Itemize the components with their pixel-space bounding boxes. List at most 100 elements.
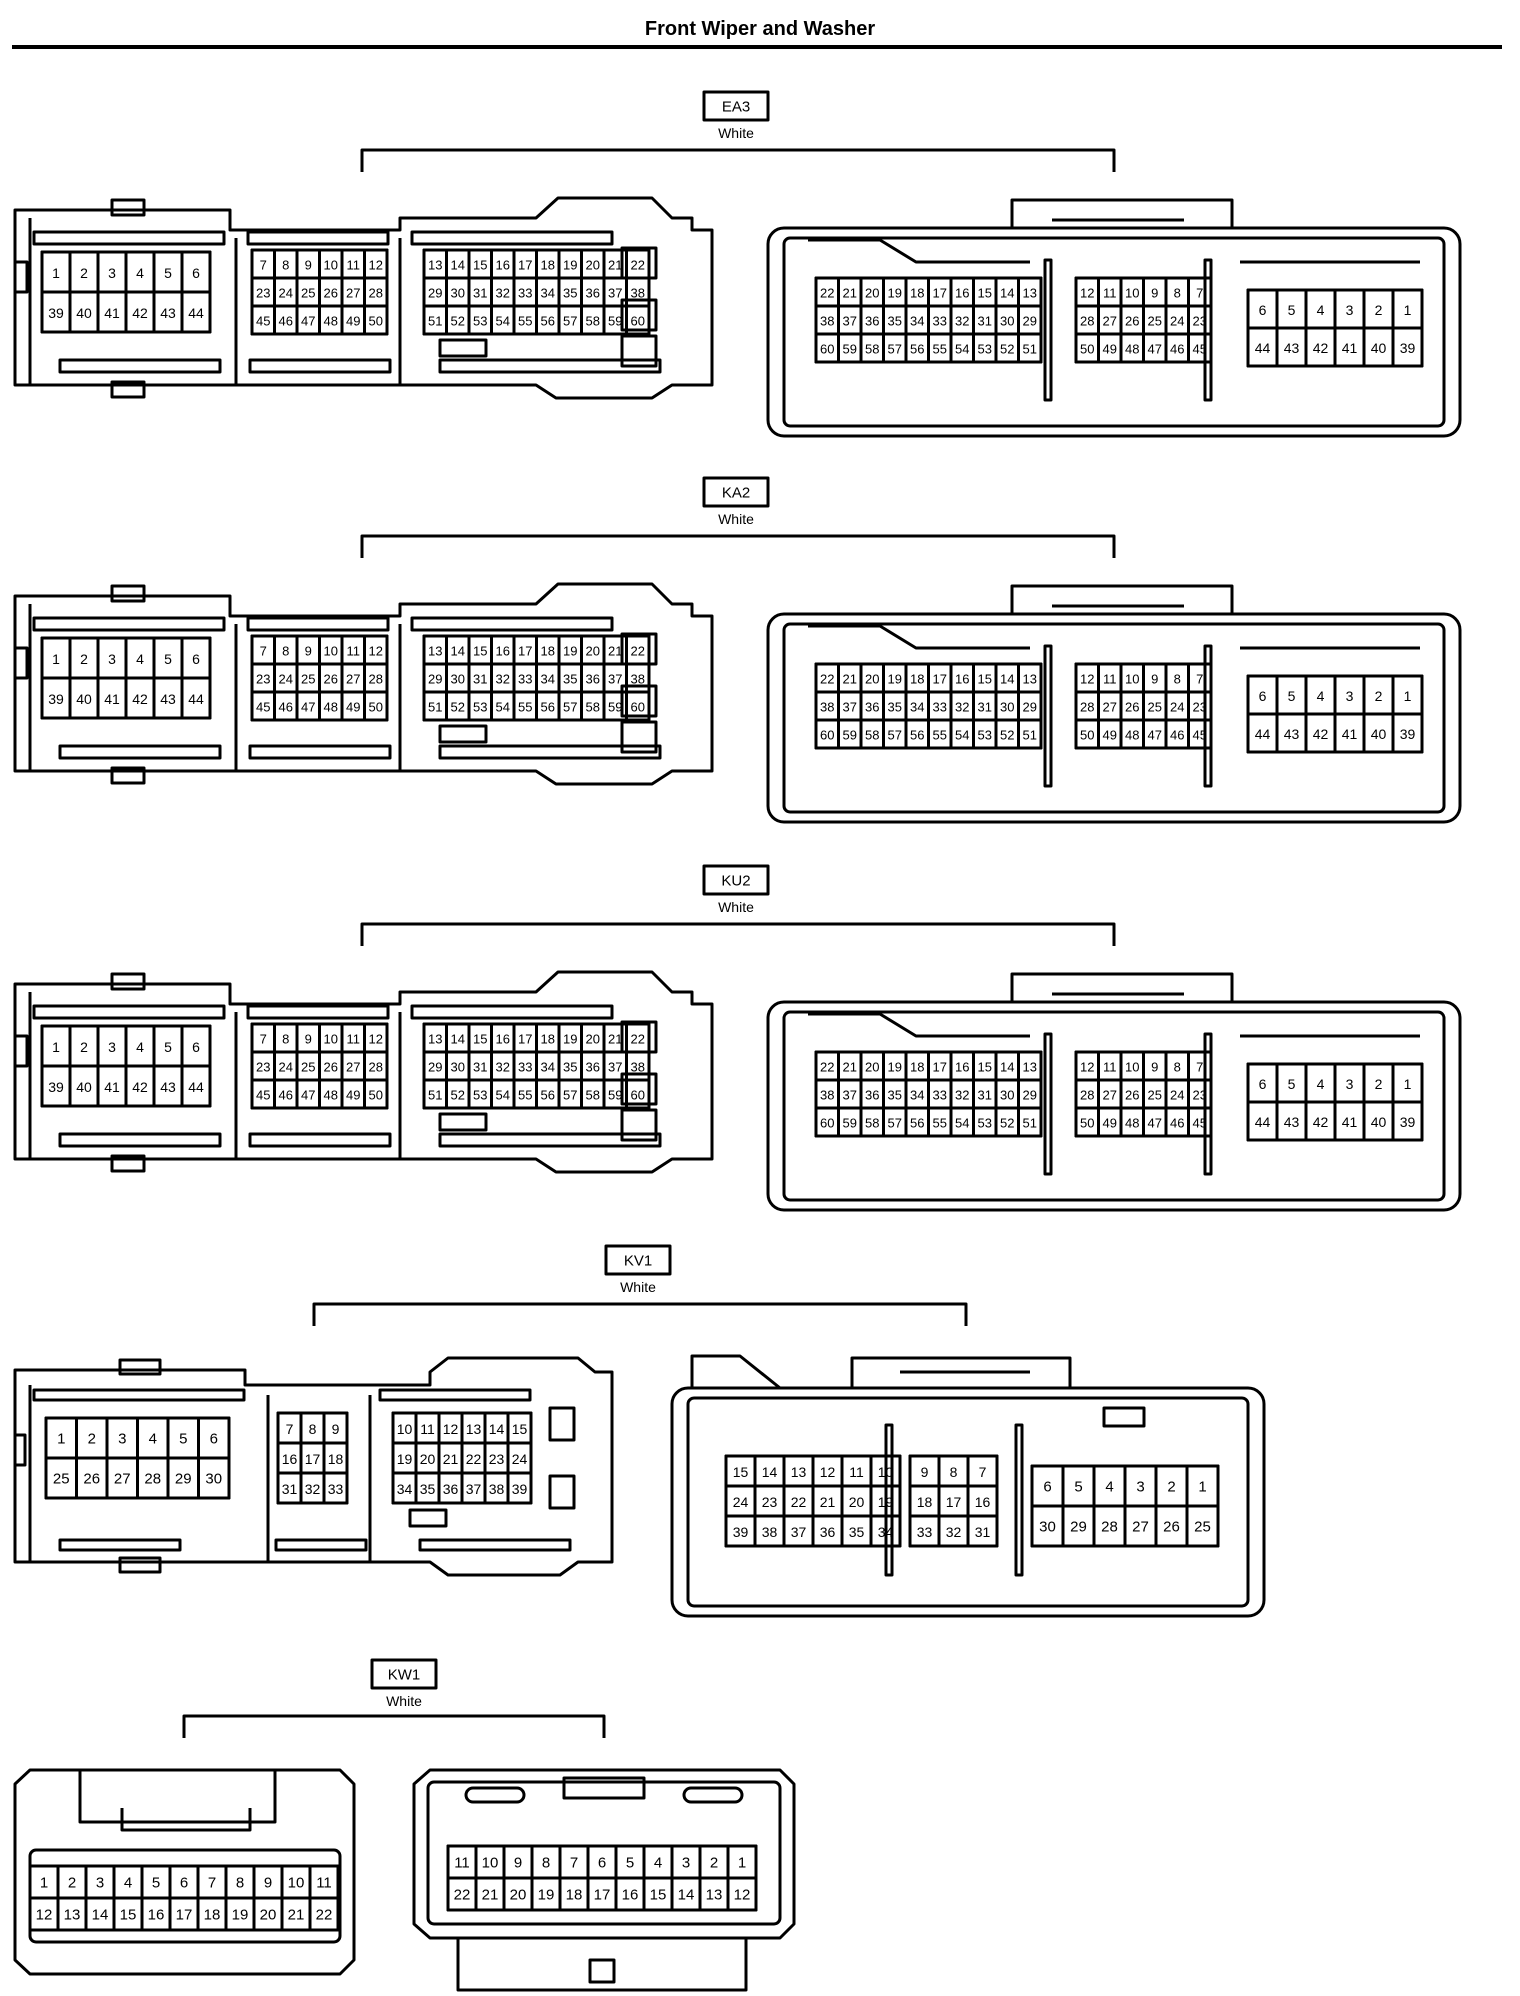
pin-number: 52 xyxy=(451,700,465,715)
pin-number: 3 xyxy=(1346,688,1354,704)
pin-number: 17 xyxy=(594,1887,611,1904)
pin-number: 35 xyxy=(888,700,902,715)
rail xyxy=(32,1388,246,1402)
pin-number: 33 xyxy=(933,1088,947,1103)
pin-number: 43 xyxy=(160,305,176,321)
pin-number: 49 xyxy=(346,314,360,329)
pin-number: 21 xyxy=(843,1060,857,1075)
connector-color: White xyxy=(718,125,754,141)
pin-number: 23 xyxy=(489,1451,505,1467)
rail xyxy=(32,1004,226,1020)
pin-number: 55 xyxy=(518,700,532,715)
bottom-skirt xyxy=(456,1938,748,1992)
pin-number: 2 xyxy=(68,1875,76,1892)
pin-number: 27 xyxy=(114,1471,131,1488)
pin-number: 59 xyxy=(608,314,622,329)
pin-number: 19 xyxy=(563,644,577,659)
pin-number: 8 xyxy=(542,1855,550,1872)
oval-slot xyxy=(682,1786,744,1804)
pin-number: 52 xyxy=(1000,728,1014,743)
housing-outline xyxy=(766,612,1462,824)
pin-number: 39 xyxy=(512,1481,528,1497)
pin-number: 37 xyxy=(608,1060,622,1075)
pin-number: 21 xyxy=(820,1494,836,1510)
pin-number: 22 xyxy=(631,258,645,273)
pin-number: 21 xyxy=(843,286,857,301)
pin-number: 13 xyxy=(1023,1060,1037,1075)
page-title: Front Wiper and Washer xyxy=(644,18,876,40)
pin-number: 31 xyxy=(978,314,992,329)
pin-number: 6 xyxy=(1259,688,1267,704)
pin-number: 15 xyxy=(650,1887,667,1904)
rail xyxy=(378,1388,532,1402)
pin-number: 11 xyxy=(420,1421,435,1437)
pin-number: 25 xyxy=(1194,1519,1211,1536)
pin-number: 8 xyxy=(1174,286,1181,301)
pin-number: 2 xyxy=(1375,1076,1383,1092)
pin-cell xyxy=(1185,1504,1220,1548)
pin-number: 15 xyxy=(733,1464,749,1480)
pin-number: 9 xyxy=(1151,1060,1158,1075)
pin-number: 5 xyxy=(626,1855,634,1872)
pin-number: 43 xyxy=(1284,340,1300,356)
pin-number: 14 xyxy=(451,1032,465,1047)
pin-number: 29 xyxy=(1023,700,1037,715)
oval-slot xyxy=(464,1786,526,1804)
top-latch xyxy=(1010,972,1234,1004)
square-slot xyxy=(620,720,658,754)
rail xyxy=(248,744,392,760)
pin-cell xyxy=(1187,718,1213,750)
divider-line xyxy=(28,1385,372,1562)
pin-number: 58 xyxy=(865,1116,879,1131)
pin-number: 1 xyxy=(738,1855,746,1872)
pin-number: 32 xyxy=(955,1088,969,1103)
pin-number: 42 xyxy=(1313,340,1329,356)
pin-number: 49 xyxy=(1103,728,1117,743)
pin-number: 36 xyxy=(586,1060,600,1075)
small-slot xyxy=(1102,1406,1146,1428)
pin-number: 41 xyxy=(1342,1114,1358,1130)
title-rule xyxy=(12,45,1502,49)
pin-number: 45 xyxy=(256,700,270,715)
pin-cell xyxy=(726,1876,758,1912)
rail xyxy=(32,616,226,632)
pin-number: 27 xyxy=(346,286,360,301)
pin-number: 42 xyxy=(1313,726,1329,742)
pin-number: 1 xyxy=(1404,1076,1412,1092)
pin-number: 26 xyxy=(1163,1519,1180,1536)
pin-number: 55 xyxy=(933,728,947,743)
pin-number: 40 xyxy=(76,305,92,321)
pin-number: 18 xyxy=(541,1032,555,1047)
pin-number: 3 xyxy=(96,1875,104,1892)
pin-number: 19 xyxy=(888,672,902,687)
square-slot xyxy=(548,1406,576,1442)
pin-number: 47 xyxy=(1148,342,1162,357)
pin-number: 10 xyxy=(878,1464,894,1480)
pin-number: 38 xyxy=(631,672,645,687)
pin-number: 25 xyxy=(53,1471,70,1488)
housing-outline xyxy=(766,226,1462,438)
pin-number: 34 xyxy=(910,700,924,715)
pin-number: 60 xyxy=(820,728,834,743)
pin-number: 24 xyxy=(279,1060,293,1075)
pin-number: 50 xyxy=(369,1088,383,1103)
pin-number: 5 xyxy=(1288,688,1296,704)
bottom-latch xyxy=(118,1556,162,1574)
pin-number: 45 xyxy=(1193,728,1207,743)
pin-number: 60 xyxy=(820,1116,834,1131)
pin-number: 23 xyxy=(256,672,270,687)
pin-number: 54 xyxy=(496,314,510,329)
pin-number: 15 xyxy=(473,1032,487,1047)
pin-number: 32 xyxy=(496,286,510,301)
pin-number: 16 xyxy=(148,1907,165,1924)
pin-number: 20 xyxy=(420,1451,436,1467)
pin-number: 33 xyxy=(518,672,532,687)
